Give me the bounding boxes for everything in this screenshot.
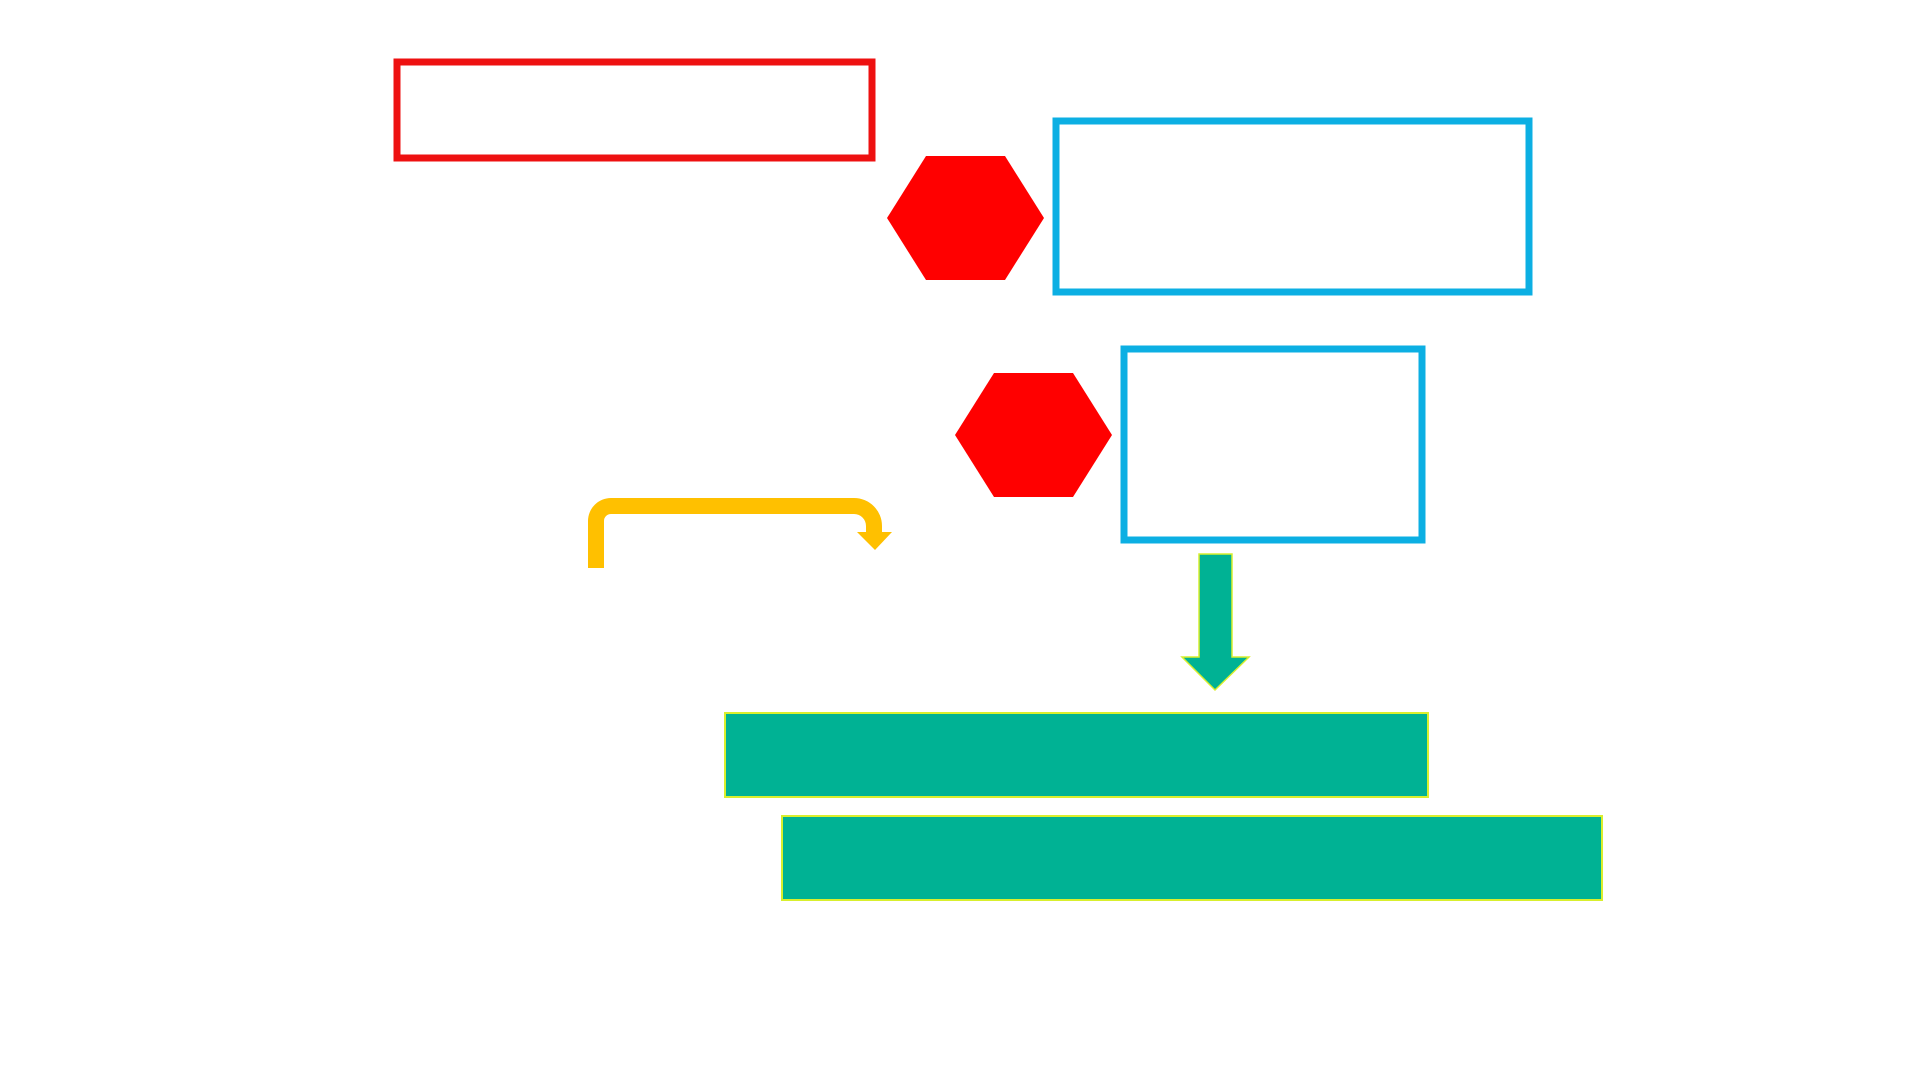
down-arrow-shape <box>1180 553 1251 692</box>
blue-box-1-shape <box>1052 117 1533 296</box>
blue-box-2[interactable] <box>1120 345 1426 544</box>
red-outline-box[interactable] <box>393 58 876 162</box>
teal-bar-2[interactable] <box>781 815 1603 901</box>
teal-bar-1[interactable] <box>724 712 1429 798</box>
uturn-arrow[interactable] <box>588 498 892 568</box>
blue-box-1[interactable] <box>1052 117 1533 296</box>
blue-box-2-shape <box>1120 345 1426 544</box>
uturn-arrow-body <box>588 498 892 568</box>
hexagon-2[interactable] <box>955 373 1112 497</box>
hexagon-1-shape <box>887 156 1044 280</box>
hexagon-1[interactable] <box>887 156 1044 280</box>
red-outline-box-shape <box>393 58 876 162</box>
teal-bar-2-shape <box>781 815 1603 901</box>
down-arrow[interactable] <box>1180 553 1251 692</box>
hexagon-2-shape <box>955 373 1112 497</box>
teal-bar-1-shape <box>724 712 1429 798</box>
